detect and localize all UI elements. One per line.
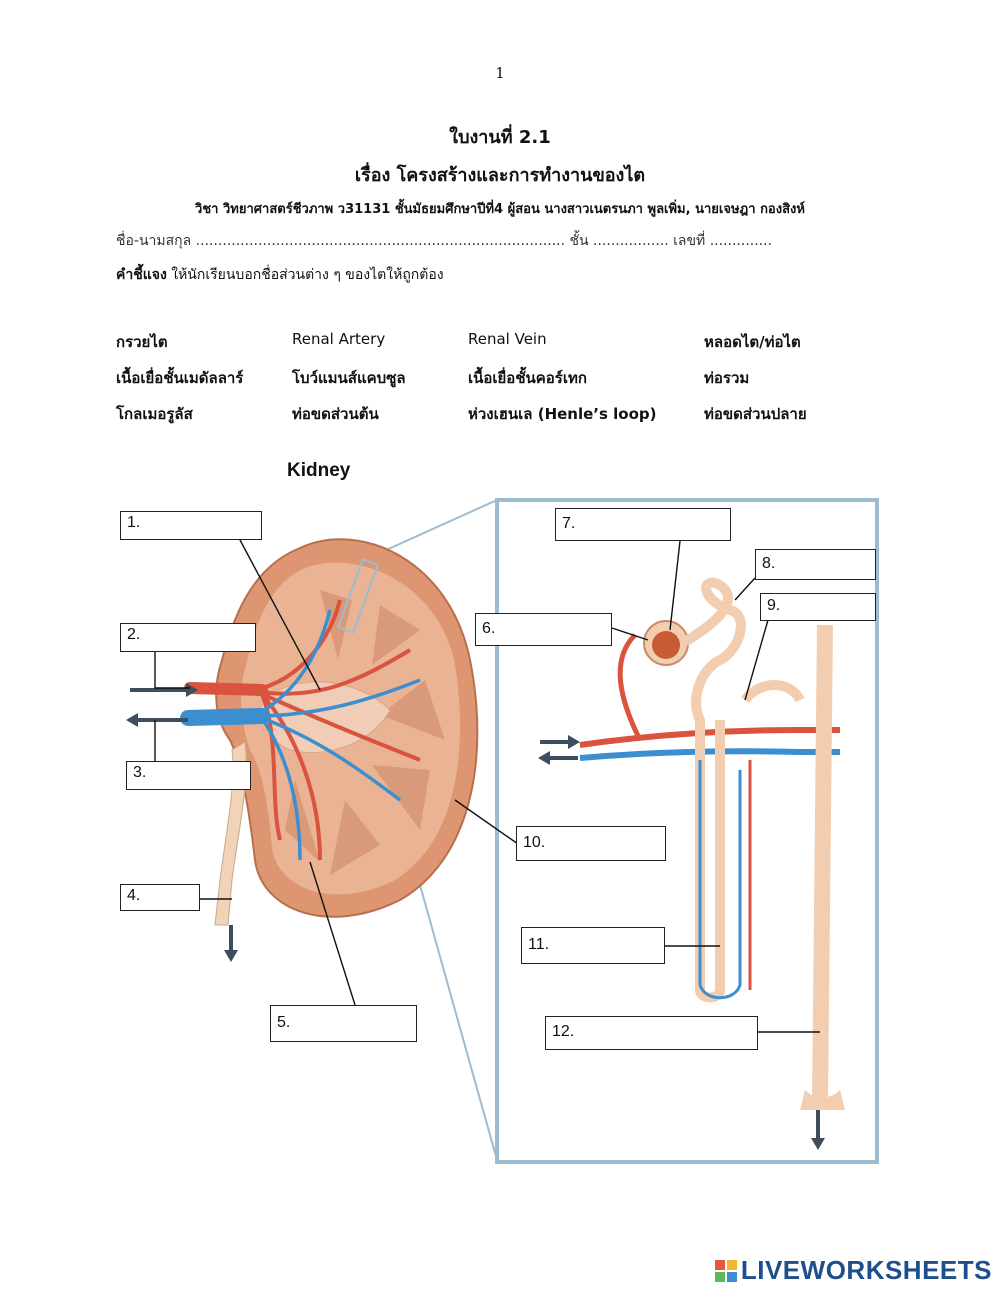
zoom-rect <box>336 558 380 634</box>
answer-box-5[interactable]: 5. <box>270 1005 417 1042</box>
arrow-down-head <box>224 950 238 962</box>
arrow-out-head <box>126 713 138 727</box>
distal-tubule <box>741 680 805 704</box>
artery-branches <box>254 599 421 861</box>
box-number: 5. <box>277 1014 291 1031</box>
loop-of-henle <box>695 720 725 1003</box>
worksheet-subtitle: เรื่อง โครงสร้างและการทำงานของไต <box>354 165 646 186</box>
box-number: 7. <box>562 515 576 532</box>
vein-branches <box>257 609 421 861</box>
page-number: 1 <box>495 64 505 82</box>
word-bank-item: โกลเมอรูลัส <box>116 405 193 423</box>
leader-lines <box>154 539 820 1033</box>
box-number: 6. <box>482 620 496 637</box>
afferent-arteriole <box>617 633 643 742</box>
word-bank-item: เนื้อเยื่อชั้นคอร์เทก <box>468 369 587 387</box>
liveworksheets-logo: LIVEWORKSHEETS <box>714 1255 992 1286</box>
vasa-recta-vein <box>698 760 742 1000</box>
word-bank-item: ท่อขดส่วนต้น <box>292 405 379 423</box>
instruction-label: คำชี้แจง <box>116 267 167 283</box>
box-number: 11. <box>528 936 550 953</box>
pyramid <box>320 590 352 660</box>
nephron-artery <box>579 727 840 748</box>
renal-artery <box>184 682 268 696</box>
word-bank-item: เนื้อเยื่อชั้นเมดัลลาร์ <box>116 369 244 387</box>
arrow-in-head <box>186 683 198 697</box>
box-number: 2. <box>127 626 141 643</box>
answer-box-2[interactable]: 2. <box>120 623 256 652</box>
instruction: คำชี้แจง ให้นักเรียนบอกชื่อส่วนต่าง ๆ ขอ… <box>116 264 444 286</box>
box-number: 9. <box>767 597 781 614</box>
worksheet-title: ใบงานที่ 2.1 <box>449 127 551 148</box>
box-number: 8. <box>762 555 776 572</box>
word-bank-item: หลอดไต/ท่อไต <box>704 333 801 351</box>
pyramid <box>380 680 445 740</box>
nephron-frame <box>495 498 879 1164</box>
word-bank-item: โบว์แมนส์แคบซูล <box>292 369 406 387</box>
word-bank-item: กรวยไต <box>116 333 168 351</box>
pyramid <box>372 765 430 830</box>
pyramid <box>330 800 380 875</box>
nephron-arrow-out-head <box>538 751 550 765</box>
glomerulus <box>652 631 680 659</box>
renal-vein <box>180 708 270 726</box>
answer-box-10[interactable]: 10. <box>516 826 666 861</box>
proximal-tubule <box>683 577 746 725</box>
word-bank-item: Renal Artery <box>292 330 386 348</box>
answer-box-8[interactable]: 8. <box>755 549 876 580</box>
instruction-text: ให้นักเรียนบอกชื่อส่วนต่าง ๆ ของไตให้ถูก… <box>166 267 444 283</box>
answer-box-4[interactable]: 4. <box>120 884 200 911</box>
box-number: 4. <box>127 887 141 904</box>
answer-box-7[interactable]: 7. <box>555 508 731 541</box>
word-bank-item: Renal Vein <box>468 330 547 348</box>
answer-box-9[interactable]: 9. <box>760 593 876 621</box>
answer-box-1[interactable]: 1. <box>120 511 262 540</box>
nephron-vein <box>579 748 840 761</box>
logo-icon <box>714 1259 737 1282</box>
box-number: 1. <box>127 514 141 531</box>
collecting-duct <box>812 624 833 1101</box>
answer-box-6[interactable]: 6. <box>475 613 612 646</box>
answer-box-12[interactable]: 12. <box>545 1016 758 1050</box>
word-bank-item: ห่วงเฮนเล (Henle’s loop) <box>468 405 657 423</box>
zoom-line <box>374 499 498 556</box>
duct-arrow-head <box>811 1138 825 1150</box>
box-number: 3. <box>133 764 147 781</box>
answer-box-11[interactable]: 11. <box>521 927 665 964</box>
collecting-duct-end <box>800 1090 845 1110</box>
answer-box-3[interactable]: 3. <box>126 761 251 790</box>
word-bank-item: ท่อขดส่วนปลาย <box>704 405 807 423</box>
logo-text: LIVEWORKSHEETS <box>740 1255 992 1285</box>
word-bank-item: ท่อรวม <box>704 369 750 387</box>
student-name-line: ชื่อ-นามสกุล ...........................… <box>116 233 773 249</box>
box-number: 12. <box>552 1023 575 1040</box>
box-number: 10. <box>523 834 546 851</box>
diagram-title: Kidney <box>287 460 351 481</box>
word-bank: กรวยไต Renal Artery Renal Vein หลอดไต/ท่… <box>116 330 876 426</box>
pyramid <box>372 605 420 665</box>
course-line: วิชา วิทยาศาสตร์ชีวภาพ ว31131 ชั้นมัธยมศ… <box>195 202 805 217</box>
nephron-arrow-in-head <box>568 735 580 749</box>
